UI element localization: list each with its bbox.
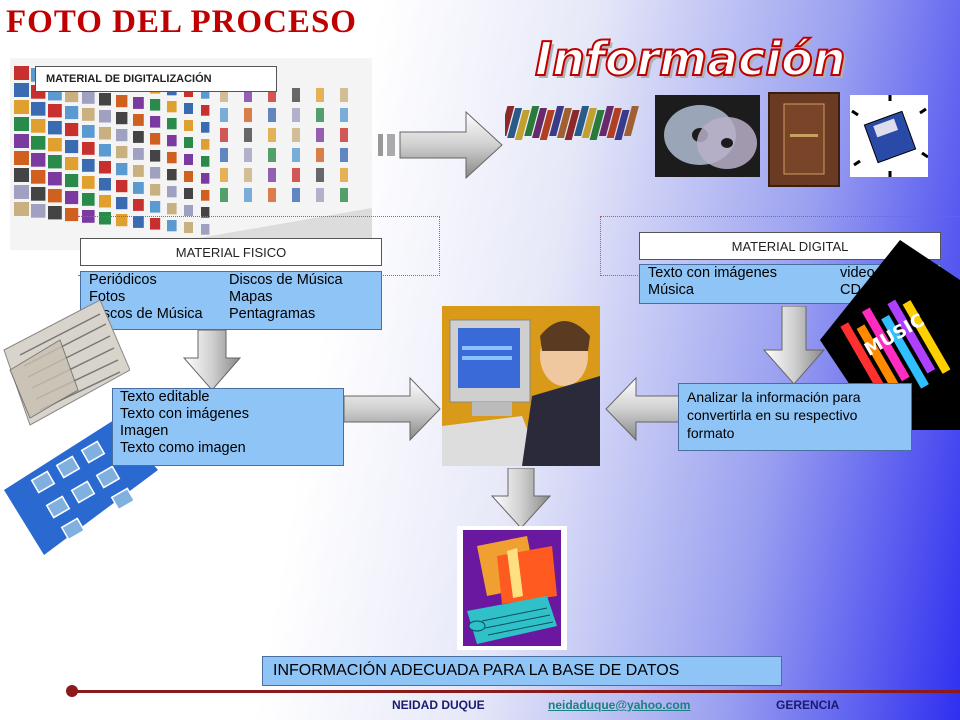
music-image: MUSIC: [820, 240, 960, 430]
fisico-item: Pentagramas: [229, 306, 316, 322]
arrow-down-icon: [182, 329, 242, 397]
floppy-disk-icon: [850, 95, 929, 177]
footer-dot: [66, 685, 78, 697]
page-title: FOTO DEL PROCESO: [6, 4, 357, 40]
output-formats-list: Texto editable Texto con imágenes Imagen…: [112, 388, 344, 466]
label-material-digital: MATERIAL DIGITAL: [639, 232, 941, 260]
output-item: Imagen: [120, 423, 169, 439]
resultado-box: INFORMACIÓN ADECUADA PARA LA BASE DE DAT…: [262, 656, 782, 686]
newspapers-image: [0, 299, 131, 430]
arrow-down-icon: [490, 467, 552, 535]
arrow-left-icon: [604, 376, 681, 447]
digital-item: Texto con imágenes: [648, 265, 777, 281]
label-material-fisico: MATERIAL FISICO: [80, 238, 382, 266]
old-book-image: [768, 92, 840, 187]
info-title: Información: [534, 31, 847, 87]
books-image: [499, 100, 647, 142]
fisico-item: Discos de Música: [229, 272, 343, 288]
fisico-item: Discos de Música: [89, 306, 203, 322]
analizar-box: Analizar la información para convertirla…: [678, 383, 912, 451]
digital-item: video: [840, 265, 875, 281]
footer-role: GERENCIA: [776, 698, 840, 712]
computer-user-photo: [442, 306, 600, 466]
computer-clipart-image: [457, 526, 567, 650]
output-item: Texto con imágenes: [120, 406, 249, 422]
fisico-list: Periódicos Discos de Música Fotos Mapas …: [80, 271, 382, 330]
footer-divider: [72, 690, 960, 693]
arrow-right-icon: [378, 110, 506, 185]
cd-image: [655, 95, 760, 177]
digital-item: Música: [648, 282, 694, 298]
fisico-item: Periódicos: [89, 272, 157, 288]
fisico-item: Mapas: [229, 289, 273, 305]
label-digitalizacion: MATERIAL DE DIGITALIZACIÓN: [35, 66, 277, 92]
footer-email-link[interactable]: neidaduque@yahoo.com: [548, 698, 691, 712]
output-item: Texto como imagen: [120, 440, 246, 456]
arrow-right-icon: [343, 376, 442, 447]
output-item: Texto editable: [120, 389, 210, 405]
footer-name: NEIDAD DUQUE: [392, 698, 485, 712]
arrow-down-icon: [758, 305, 828, 391]
